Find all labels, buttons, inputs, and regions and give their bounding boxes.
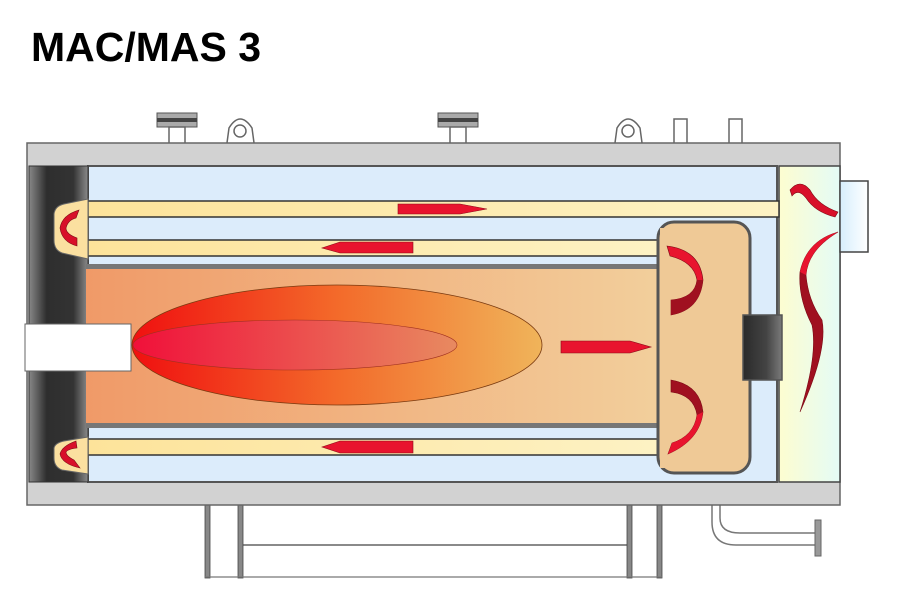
flow-arrow-front-bottom bbox=[59, 440, 81, 469]
flow-arrow-middle-tube bbox=[320, 241, 414, 254]
smoke-box bbox=[778, 165, 841, 483]
rear-reversal-chamber bbox=[656, 220, 752, 475]
diagram-title: MAC/MAS 3 bbox=[31, 24, 262, 70]
front-reversal-chamber-bottom bbox=[53, 436, 89, 475]
flow-arrow-smoke-box-top bbox=[789, 183, 839, 218]
front-reversal-chamber-top bbox=[53, 198, 89, 260]
flow-arrow-top-tube bbox=[397, 203, 488, 215]
flue-outlet bbox=[839, 180, 869, 253]
flame-core bbox=[132, 319, 458, 371]
support-legs bbox=[204, 504, 663, 579]
flow-arrow-front-top bbox=[59, 209, 80, 247]
flow-arrow-bottom-tube bbox=[321, 440, 414, 454]
drain-pipe bbox=[711, 477, 822, 557]
flow-arrow-furnace bbox=[560, 340, 653, 354]
burner bbox=[24, 323, 132, 372]
rear-connector bbox=[742, 314, 783, 381]
